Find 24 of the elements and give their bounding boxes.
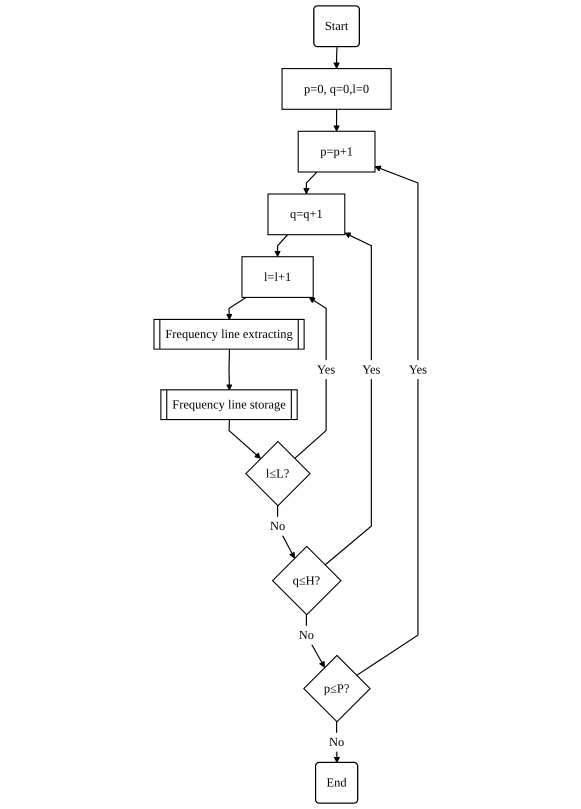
edge-label: No	[298, 628, 314, 642]
arrow	[294, 297, 327, 459]
node-diamond: p≤P?	[303, 654, 371, 722]
arrow	[226, 349, 233, 390]
arrow	[306, 614, 325, 668]
arrow	[356, 166, 419, 676]
edge-label: No	[328, 734, 344, 749]
edge-label: Yes	[317, 362, 336, 376]
node-diamond: l≤L?	[245, 440, 311, 506]
edge-label: No	[270, 518, 286, 533]
edge-label: Yes	[408, 362, 428, 376]
arrow	[333, 46, 340, 69]
node-diamond: q≤H?	[272, 546, 342, 616]
edge-label: Yes	[362, 362, 380, 376]
arrow	[228, 420, 261, 459]
arrow	[333, 109, 340, 132]
arrow	[274, 234, 288, 257]
node-box: p=p+1	[298, 130, 376, 173]
node-box: q=q+1	[267, 193, 346, 236]
node-box: p=0, q=0,l=0	[282, 68, 392, 110]
node-box: l=l+1	[241, 256, 314, 298]
arrow	[303, 172, 318, 194]
arrow	[226, 296, 246, 320]
arrow	[324, 232, 372, 566]
